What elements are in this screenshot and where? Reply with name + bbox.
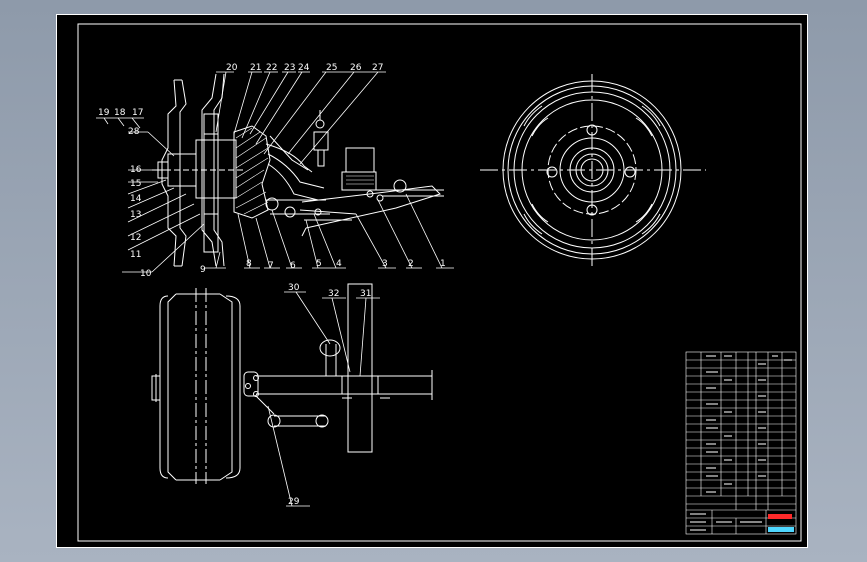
- title-block-cyan-mark: [768, 527, 794, 532]
- label-22: 22: [266, 63, 277, 73]
- label-7: 7: [268, 261, 274, 271]
- linkage-view: [243, 283, 433, 453]
- label-8: 8: [246, 259, 252, 269]
- label-9: 9: [200, 265, 206, 275]
- inner-frame: [77, 23, 802, 542]
- linkage-leaders: [267, 291, 380, 507]
- title-block-red-mark: [768, 514, 792, 519]
- label-20: 20: [226, 63, 238, 73]
- label-6: 6: [290, 261, 296, 271]
- label-21: 21: [250, 63, 261, 73]
- label-23: 23: [284, 63, 295, 73]
- label-5: 5: [316, 259, 322, 269]
- title-block-fine-text: [690, 355, 792, 531]
- label-2: 2: [408, 259, 414, 269]
- label-31: 31: [360, 289, 371, 299]
- label-28: 28: [128, 127, 140, 137]
- label-17: 17: [132, 108, 143, 118]
- label-14: 14: [130, 194, 142, 204]
- title-block: [685, 351, 797, 535]
- label-29: 29: [288, 497, 300, 507]
- label-16: 16: [130, 165, 142, 175]
- label-24: 24: [298, 63, 310, 73]
- label-4: 4: [336, 259, 342, 269]
- label-25: 25: [326, 63, 337, 73]
- label-10: 10: [140, 269, 152, 279]
- label-27: 27: [372, 63, 383, 73]
- hub-assembly-section: [152, 73, 444, 267]
- label-11: 11: [130, 250, 141, 260]
- label-13: 13: [130, 210, 141, 220]
- label-18: 18: [114, 108, 126, 118]
- section-leaders: [96, 71, 454, 273]
- label-19: 19: [98, 108, 110, 118]
- label-1: 1: [440, 259, 446, 269]
- drawing-sheet[interactable]: 20 21 22 23 24 25 26 27 19 18 17 28 16 1…: [56, 14, 808, 548]
- label-12: 12: [130, 233, 141, 243]
- wheel-side-view: [151, 288, 241, 484]
- label-32: 32: [328, 289, 339, 299]
- outer-frame: [56, 14, 808, 548]
- wheel-face-view: [480, 74, 706, 270]
- label-26: 26: [350, 63, 362, 73]
- drawing-canvas: 20 21 22 23 24 25 26 27 19 18 17 28 16 1…: [56, 14, 808, 548]
- label-15: 15: [130, 179, 141, 189]
- label-30: 30: [288, 283, 300, 293]
- label-3: 3: [382, 259, 388, 269]
